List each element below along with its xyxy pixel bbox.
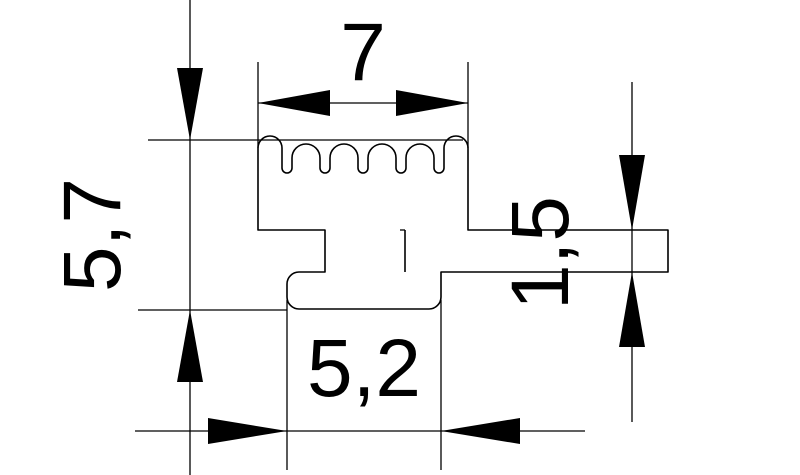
dimension-label-total-height: 5,7 (47, 178, 138, 292)
dimension-top-width: 7 (257, 7, 469, 148)
dimension-flange-thickness: 1,5 (495, 82, 645, 422)
dimension-base-width: 5,2 (135, 300, 585, 470)
dimension-label-base-width: 5,2 (307, 323, 421, 414)
dimension-total-height: 5,7 (47, 0, 463, 475)
profile-outline (257, 135, 669, 310)
dimension-label-top-width: 7 (340, 7, 386, 98)
dimension-label-flange-thickness: 1,5 (495, 196, 586, 310)
